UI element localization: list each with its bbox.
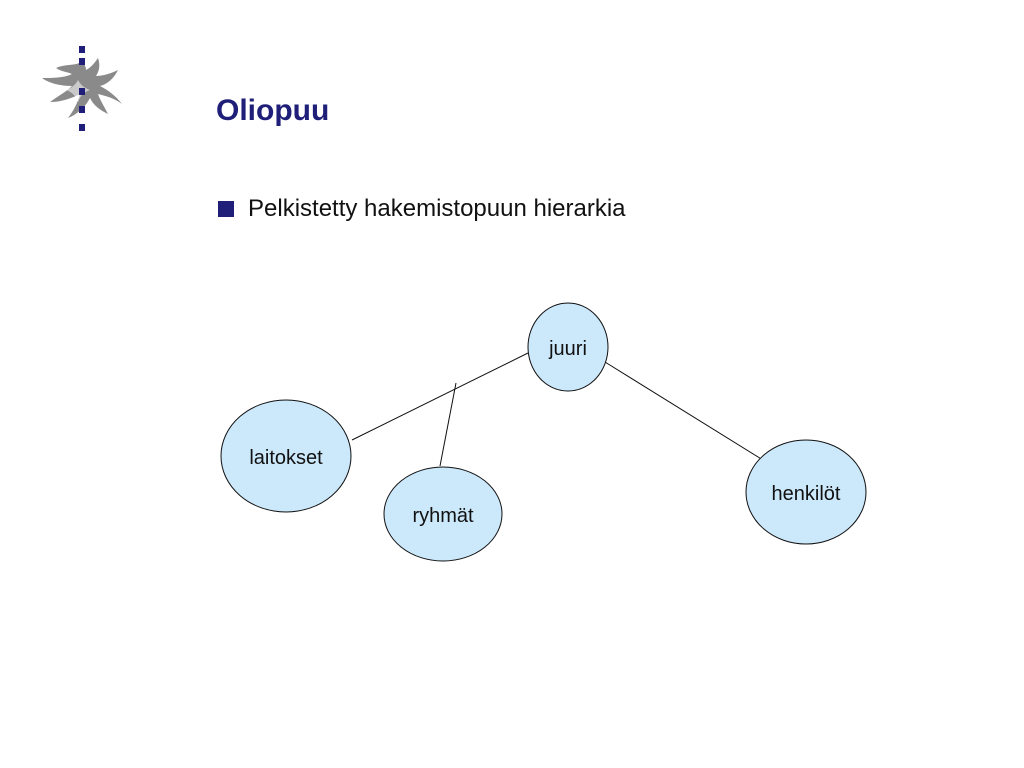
logo-dot-icon bbox=[79, 58, 85, 65]
node-ryhmat: ryhmät bbox=[383, 466, 503, 562]
slide-title: Oliopuu bbox=[216, 94, 330, 127]
logo-dot-icon bbox=[79, 88, 85, 95]
logo-dot-icon bbox=[79, 106, 85, 113]
edge-juuri-laitokset bbox=[351, 352, 529, 441]
bullet-text: Pelkistetty hakemistopuun hierarkia bbox=[248, 195, 626, 222]
node-juuri: juuri bbox=[527, 302, 609, 392]
edge-juuri-ryhmat bbox=[439, 382, 457, 467]
node-henkilot: henkilöt bbox=[745, 439, 867, 545]
node-label: laitokset bbox=[249, 447, 323, 469]
bullet-item: Pelkistetty hakemistopuun hierarkia bbox=[218, 193, 626, 225]
edge-juuri-henkilot bbox=[604, 361, 772, 466]
node-label: henkilöt bbox=[772, 483, 841, 505]
logo-dot-icon bbox=[79, 124, 85, 131]
square-bullet-icon bbox=[218, 201, 234, 217]
node-label: ryhmät bbox=[412, 505, 474, 527]
node-laitokset: laitokset bbox=[220, 399, 352, 513]
node-label: juuri bbox=[548, 338, 587, 360]
logo-dot-icon bbox=[79, 46, 85, 53]
university-logo-icon bbox=[42, 46, 122, 131]
